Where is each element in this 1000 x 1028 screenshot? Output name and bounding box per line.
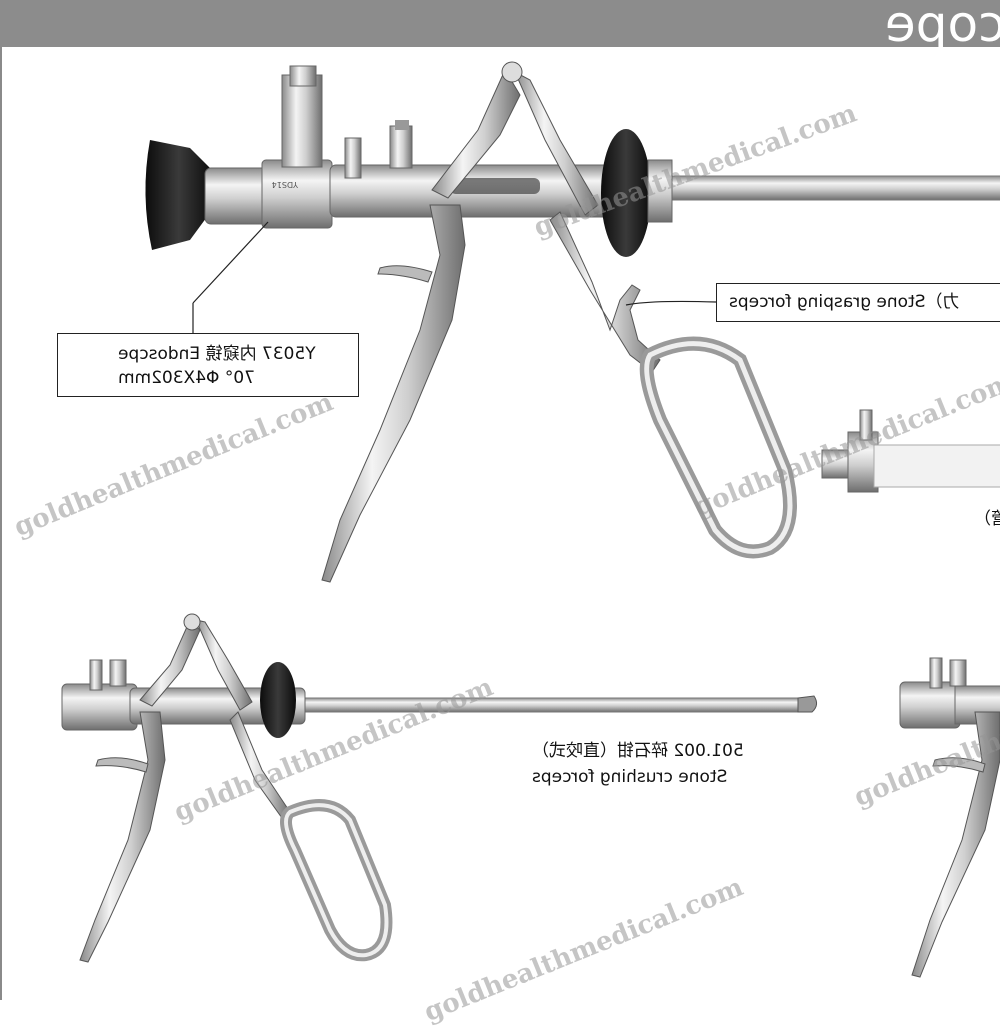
connecting-tube (821, 409, 1000, 493)
device-marking-text: YDS14 (272, 180, 299, 189)
handle-right-top (549, 211, 661, 373)
crushing-caption-line2: Stone crushing forceps (532, 767, 728, 787)
grasping-callout-box: 力）Stone grasping forceps (716, 283, 1000, 322)
partial-forceps-right (899, 657, 1000, 978)
endoscope-callout-box: Y5037 内窥镜 Endoscpe 70° Φ4X302mm (57, 333, 359, 397)
header-bar: cope (0, 0, 1000, 47)
black-seal-ring-bottom (260, 662, 296, 738)
endoscope-label-line1: Y5037 内窥镜 Endoscpe (118, 344, 316, 364)
leader-line-grasping (625, 300, 717, 306)
finger-loop-top (639, 336, 797, 559)
crushing-caption-line1: 501.002 碎石钳（直咬式） (532, 741, 744, 761)
crushing-forceps-caption: 501.002 碎石钳（直咬式） Stone crushing forceps (532, 738, 792, 790)
crushing-shaft (294, 697, 801, 713)
tube-caption-text: （管） (974, 509, 1000, 529)
handle-left-bottom (79, 711, 166, 963)
grasping-forceps-label: 力）Stone grasping forceps (729, 292, 960, 312)
instrument-illustration: YDS14 (61, 61, 1000, 978)
endoscope-shaft-top (639, 175, 1000, 201)
finger-loop-bottom (280, 799, 393, 962)
eyepiece-black (145, 140, 212, 250)
endoscope-label-line2: 70° Φ4X302mm (118, 368, 255, 388)
black-seal-ring-top (601, 129, 651, 257)
handle-left-top (321, 204, 466, 583)
endoscope-assembly-top: YDS14 (145, 61, 1000, 583)
leader-line-endoscope (192, 221, 269, 304)
endoscope-coupler (261, 159, 333, 229)
light-post (281, 74, 323, 168)
tube-caption: （管） (945, 506, 1000, 532)
crushing-forceps-assembly (61, 613, 818, 963)
left-border-rule (0, 47, 2, 1000)
